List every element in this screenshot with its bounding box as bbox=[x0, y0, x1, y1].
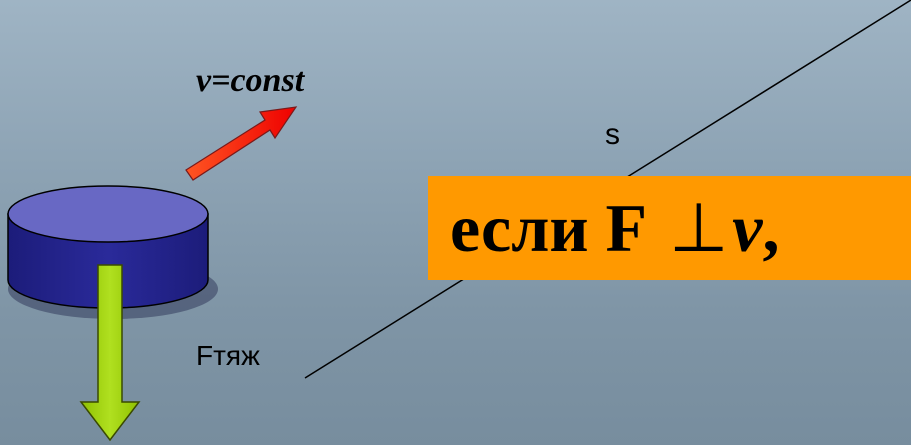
condition-box: если F ⊥ v , bbox=[428, 176, 911, 280]
velocity-arrow bbox=[185, 106, 298, 181]
gravity-arrow bbox=[79, 264, 141, 442]
condition-suffix: , bbox=[762, 189, 780, 266]
displacement-label: s bbox=[605, 118, 620, 151]
velocity-label: v=const bbox=[196, 62, 305, 99]
gravity-force-label: Fтяж bbox=[196, 340, 260, 371]
perpendicular-symbol: ⊥ bbox=[669, 189, 729, 266]
condition-prefix: если F bbox=[450, 189, 648, 266]
condition-variable: v bbox=[732, 189, 763, 266]
